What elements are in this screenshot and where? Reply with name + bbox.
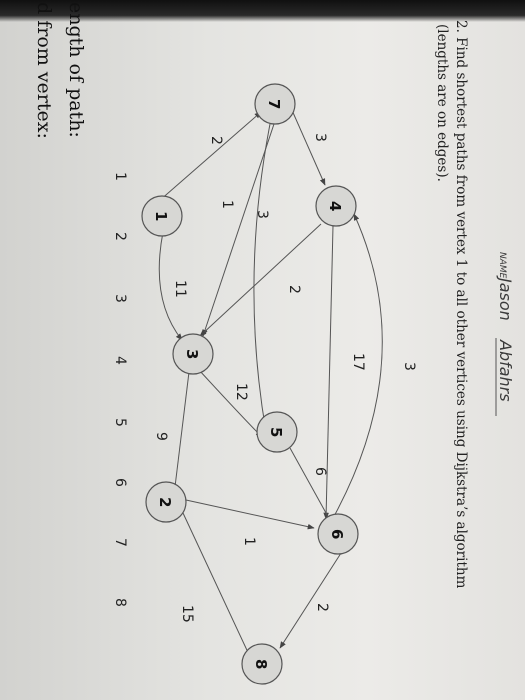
- edge-2-6: [185, 499, 315, 530]
- weight-7-4: 3: [312, 133, 328, 142]
- name-label: NAME: [497, 252, 507, 279]
- weight-7-5: 3: [254, 210, 270, 219]
- edge-5-6: [289, 447, 332, 523]
- length-of-path-label: ength of path:: [65, 2, 87, 138]
- node-3: 3: [172, 333, 214, 375]
- came-from-vertex-label: d from vertex:: [33, 2, 55, 139]
- node-1-label: 1: [152, 211, 170, 221]
- weight-5-6: 6: [312, 467, 328, 476]
- table-col-6: 6: [112, 478, 128, 487]
- weight-2-6: 1: [241, 537, 257, 546]
- node-7-label: 7: [265, 99, 283, 109]
- table-col-3: 3: [112, 294, 128, 303]
- weight-4-3: 2: [286, 285, 302, 294]
- handwritten-last-name: Abfahrs: [496, 339, 515, 402]
- edge-6-8: [279, 549, 344, 649]
- weight-1-7: 2: [208, 136, 224, 145]
- node-7: 7: [254, 83, 296, 125]
- edge-1-7: [158, 111, 262, 202]
- problem-statement: 2. Find shortest paths from vertex 1 to …: [453, 20, 469, 589]
- node-8: 8: [241, 643, 283, 685]
- weight-7-3: 1: [219, 200, 235, 209]
- problem-note: (lengths are on edges).: [434, 24, 450, 182]
- vertex-table-header: 1 2 3 4 5 6 7 8: [112, 172, 128, 607]
- node-group: 4 7 1 3 5 2 6 8: [141, 83, 359, 685]
- table-col-1: 1: [112, 172, 128, 181]
- weight-3-2: 9: [153, 432, 169, 441]
- edge-group: [158, 107, 383, 662]
- edge-4-6: [323, 225, 334, 520]
- edge-7-3: [202, 123, 275, 337]
- node-4: 4: [315, 185, 357, 227]
- node-6-label: 6: [328, 529, 346, 539]
- weight-1-3: 11: [172, 280, 188, 298]
- table-col-5: 5: [112, 418, 128, 427]
- weight-6-8: 2: [314, 603, 330, 612]
- node-5-label: 5: [267, 427, 285, 437]
- weight-4-6: 17: [350, 353, 366, 371]
- edge-1-3: [158, 231, 183, 341]
- node-5: 5: [256, 411, 298, 453]
- weight-2-8: 15: [179, 605, 195, 623]
- dark-top-edge: [0, 0, 525, 22]
- table-col-4: 4: [112, 356, 128, 365]
- edge-7-4: [290, 107, 326, 186]
- weight-labels: 3 2 1 3 11 2 17 3 12 6 9 1 2 15: [153, 133, 417, 623]
- node-3-label: 3: [183, 349, 201, 359]
- handwritten-first-name: Jason: [496, 275, 515, 321]
- weight-6-4: 3: [401, 362, 417, 371]
- node-8-label: 8: [252, 659, 270, 669]
- edge-6-4: [331, 213, 383, 521]
- node-6: 6: [317, 513, 359, 555]
- table-col-8: 8: [112, 598, 128, 607]
- node-2-label: 2: [156, 497, 174, 507]
- node-4-label: 4: [326, 201, 344, 211]
- edge-7-5: [253, 123, 271, 433]
- edge-3-5: [198, 369, 263, 438]
- edge-4-3: [199, 223, 322, 337]
- table-col-2: 2: [112, 232, 128, 241]
- edge-2-8: [182, 512, 253, 662]
- weight-3-5: 12: [233, 383, 249, 401]
- node-2: 2: [145, 481, 187, 523]
- edge-3-2: [171, 371, 190, 496]
- node-1: 1: [141, 195, 183, 237]
- table-col-7: 7: [112, 538, 128, 547]
